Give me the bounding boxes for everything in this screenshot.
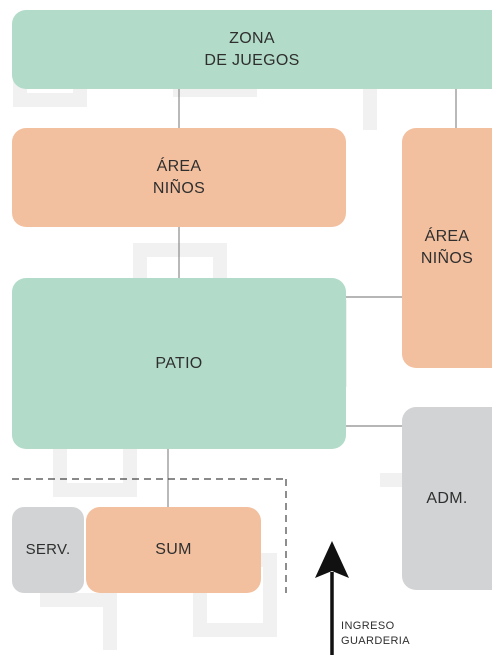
adm-label: ADM. [426,489,468,507]
zona-de-juegos-block: ZONA DE JUEGOS [12,10,492,89]
dashed-boundary [12,478,287,593]
zona-de-juegos-label-line2: DE JUEGOS [204,51,300,69]
ingreso-label-line2: GUARDERIA [341,635,410,647]
sum-label: SUM [155,541,192,558]
patio-label: PATIO [155,354,203,372]
area-ninos-left-label-line2: NIÑOS [152,179,206,197]
area-ninos-block-left: ÁREA NIÑOS [12,128,346,227]
area-ninos-block-right: ÁREA NIÑOS [402,128,492,368]
patio-block: PATIO [12,278,346,449]
area-ninos-right-label-line2: NIÑOS [420,250,474,267]
zona-de-juegos-label-line1: ZONA [229,29,275,47]
serv-label: SERV. [25,541,71,558]
ingreso-guarderia-label: INGRESO GUARDERIA [341,619,410,649]
area-ninos-right-label-line1: ÁREA [424,228,470,245]
area-ninos-left-label-line1: ÁREA [156,157,202,175]
ingreso-label-line1: INGRESO [341,620,395,632]
serv-block: SERV. [12,507,84,593]
adm-block: ADM. [402,407,492,590]
sum-block: SUM [86,507,261,593]
